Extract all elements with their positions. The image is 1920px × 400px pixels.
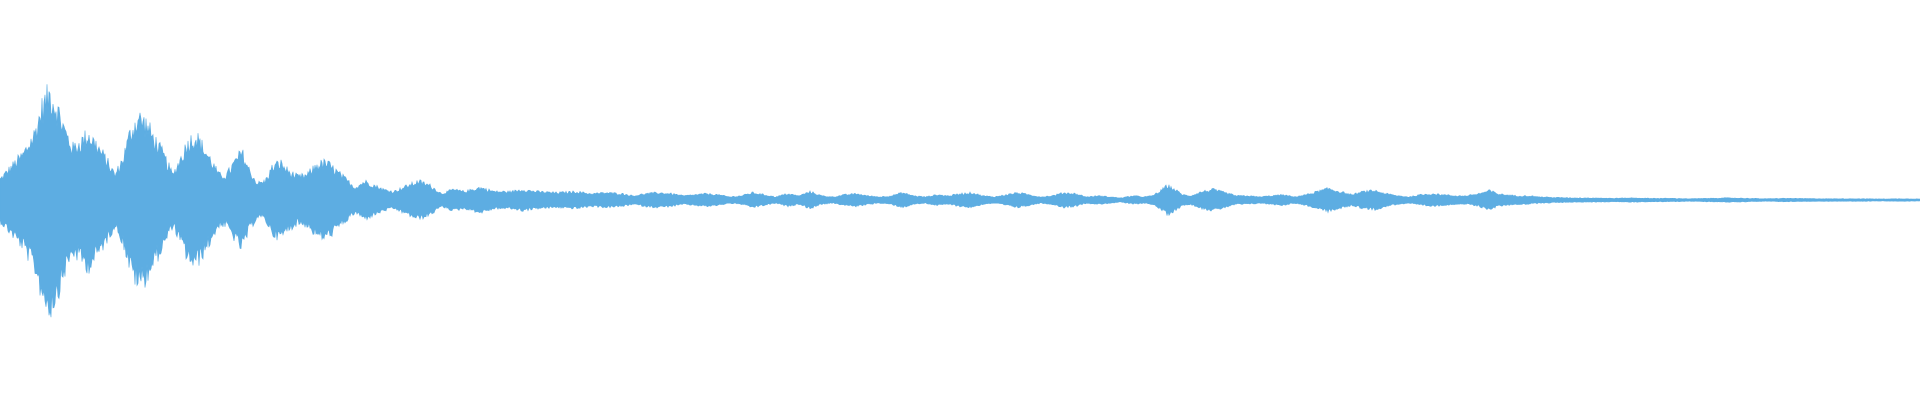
waveform-shape: [0, 84, 1920, 318]
